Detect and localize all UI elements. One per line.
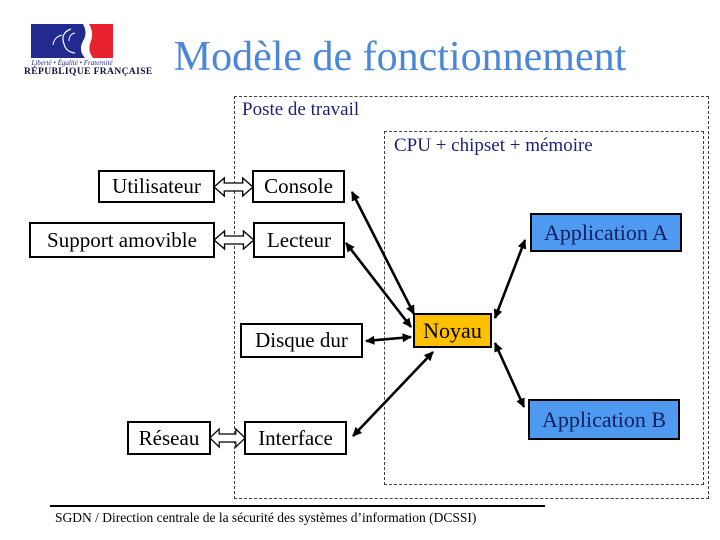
double-arrow-reseau-interface-icon <box>209 427 246 449</box>
double-arrow-utilisateur-console-icon <box>213 176 254 198</box>
node-application-a: Application A <box>530 213 682 252</box>
double-arrow-support-lecteur-icon <box>213 229 255 251</box>
workstation-container <box>234 96 709 499</box>
node-noyau: Noyau <box>413 313 492 348</box>
workstation-label: Poste de travail <box>242 99 360 120</box>
node-lecteur: Lecteur <box>253 222 345 258</box>
node-console: Console <box>252 170 345 203</box>
french-flag-icon <box>31 24 113 58</box>
logo-country: RÉPUBLIQUE FRANÇAISE <box>24 67 153 77</box>
node-disque-dur: Disque dur <box>240 323 363 358</box>
cpu-label: CPU + chipset + mémoire <box>394 135 593 156</box>
node-support-amovible: Support amovible <box>29 222 215 258</box>
node-reseau: Réseau <box>127 421 211 455</box>
logo-motto: Liberté • Égalité • Fraternité <box>31 59 113 67</box>
node-interface: Interface <box>244 421 347 455</box>
republique-francaise-logo: Liberté • Égalité • Fraternité RÉPUBLIQU… <box>24 24 153 77</box>
footer-divider <box>50 505 545 507</box>
node-application-b: Application B <box>528 399 680 440</box>
node-utilisateur: Utilisateur <box>98 170 215 203</box>
footer-text: SGDN / Direction centrale de la sécurité… <box>55 510 477 525</box>
slide-title: Modèle de fonctionnement <box>173 34 627 80</box>
